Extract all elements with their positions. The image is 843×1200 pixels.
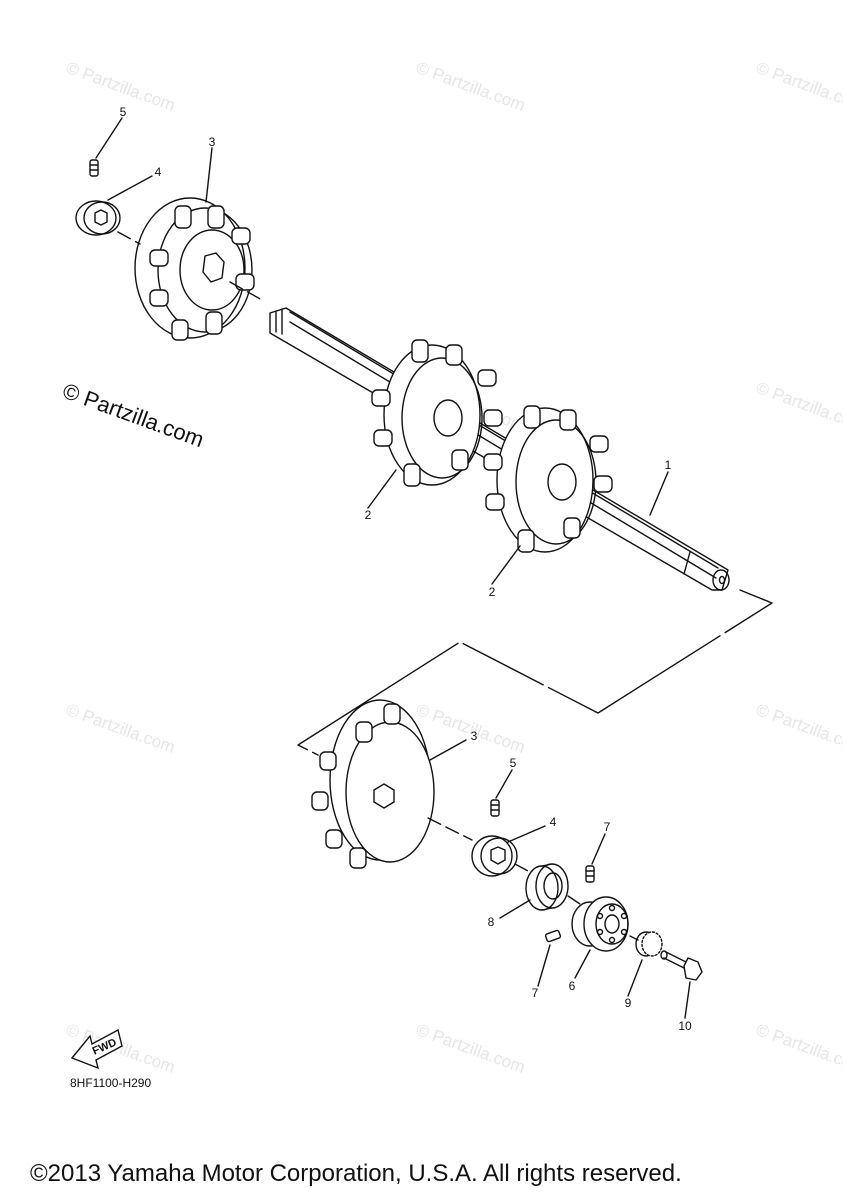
callout-6: 6 (568, 979, 576, 993)
set-screw-5-upper (89, 159, 99, 177)
collar-4-upper (75, 200, 121, 236)
drive-shaft (269, 307, 730, 591)
bolt-10 (660, 950, 703, 981)
fwd-arrow-icon: FWD (70, 1028, 123, 1070)
callout-4: 4 (549, 815, 557, 829)
copyright-notice: ©2013 Yamaha Motor Corporation, U.S.A. A… (30, 1160, 682, 1187)
set-screw-7-lower (544, 929, 562, 943)
callout-7: 7 (531, 986, 539, 1000)
callout-1: 1 (664, 458, 672, 472)
callout-4: 4 (154, 165, 162, 179)
callout-3: 3 (208, 135, 216, 149)
set-screw-5-lower (490, 799, 500, 817)
sprocket-2-right (483, 405, 613, 553)
callout-5: 5 (509, 756, 517, 770)
sprocket-3-lower (311, 699, 435, 869)
callout-9: 9 (624, 996, 632, 1010)
callout-5: 5 (119, 105, 127, 119)
callout-10: 10 (678, 1019, 692, 1033)
bearing-6 (571, 896, 629, 952)
callout-2: 2 (488, 585, 496, 599)
callout-2: 2 (364, 508, 372, 522)
collar-4-lower (471, 835, 518, 877)
callout-3: 3 (470, 729, 478, 743)
set-screw-7-upper (585, 865, 595, 883)
callout-8: 8 (487, 915, 495, 929)
gear-9 (635, 931, 663, 957)
callout-7: 7 (603, 820, 611, 834)
sprocket-2-left (371, 339, 503, 487)
sprocket-3-upper (134, 197, 255, 341)
bearing-housing-8 (525, 863, 569, 911)
diagram-code: 8HF1100-H290 (70, 1076, 152, 1090)
